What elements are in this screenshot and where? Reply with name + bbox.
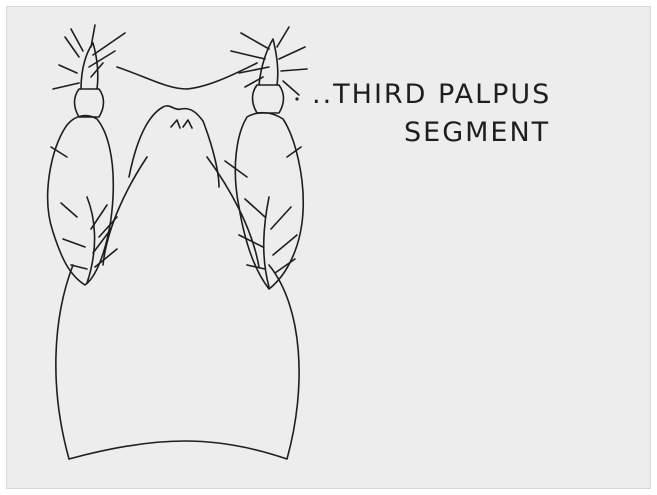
hypostome-outline [129, 106, 219, 187]
right-palp [225, 27, 307, 289]
chelicera-inner-left [103, 157, 147, 265]
chelicera-left-line [117, 67, 187, 89]
hypostome-left-mark [171, 120, 180, 128]
label-third-palpus: ..THIRD PALPUS [312, 79, 551, 111]
label-segment: SEGMENT [404, 117, 550, 149]
hypostome-right-mark [183, 120, 192, 128]
left-palp-segment-3 [75, 89, 104, 117]
leader-dot [295, 97, 298, 100]
left-palp [48, 25, 125, 285]
right-palp-segment-3 [253, 85, 284, 113]
chelicera-inner-right [207, 157, 259, 267]
illustration-frame: ..THIRD PALPUS SEGMENT [6, 6, 651, 489]
capitulum-base-outline [56, 265, 299, 459]
chelicera-right-line [187, 63, 257, 89]
right-palp-segment-2 [235, 113, 303, 289]
